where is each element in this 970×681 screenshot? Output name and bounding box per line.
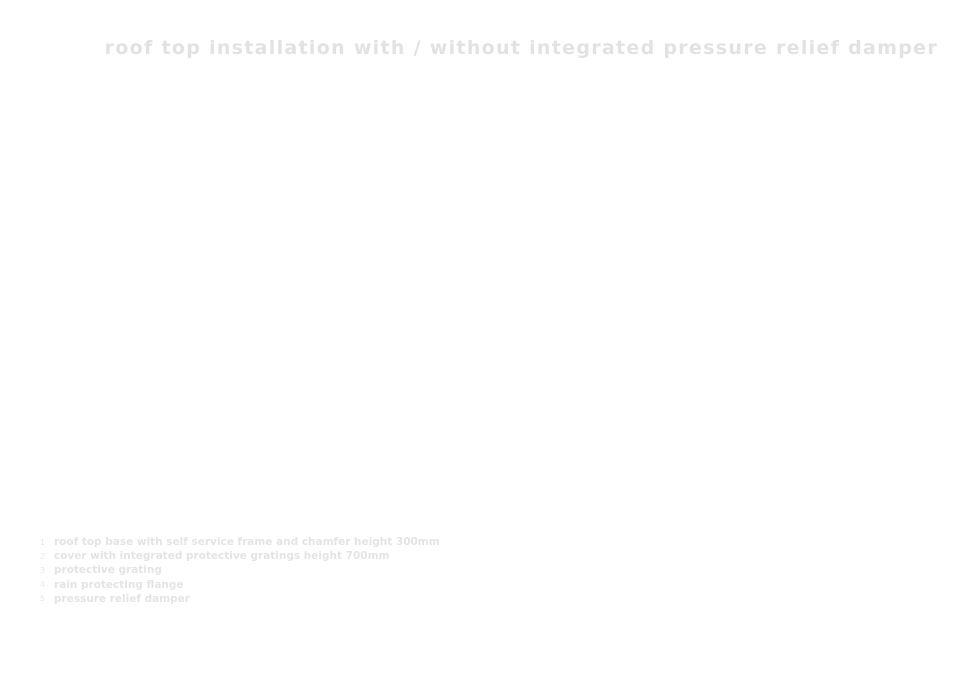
legend-label: protective grating <box>54 564 162 577</box>
legend-item: 4 rain protecting flange <box>40 578 440 592</box>
legend-label: cover with integrated protective grating… <box>54 550 390 563</box>
installation-drawing <box>0 70 970 525</box>
legend-label: pressure relief damper <box>54 592 190 605</box>
legend-number: 1 <box>40 537 46 547</box>
legend-item: 3 protective grating <box>40 563 440 577</box>
legend-item: 1 roof top base with self service frame … <box>40 535 440 549</box>
legend-number: 2 <box>40 551 46 561</box>
legend-list: 1 roof top base with self service frame … <box>40 535 440 606</box>
legend-item: 5 pressure relief damper <box>40 592 440 606</box>
legend-label: rain protecting flange <box>54 578 184 591</box>
legend-item: 2 cover with integrated protective grati… <box>40 549 440 563</box>
legend-number: 5 <box>40 594 46 604</box>
page-title: roof top installation with / without int… <box>104 37 938 59</box>
legend-number: 3 <box>40 565 46 575</box>
legend-label: roof top base with self service frame an… <box>54 536 440 549</box>
legend-number: 4 <box>40 580 46 590</box>
